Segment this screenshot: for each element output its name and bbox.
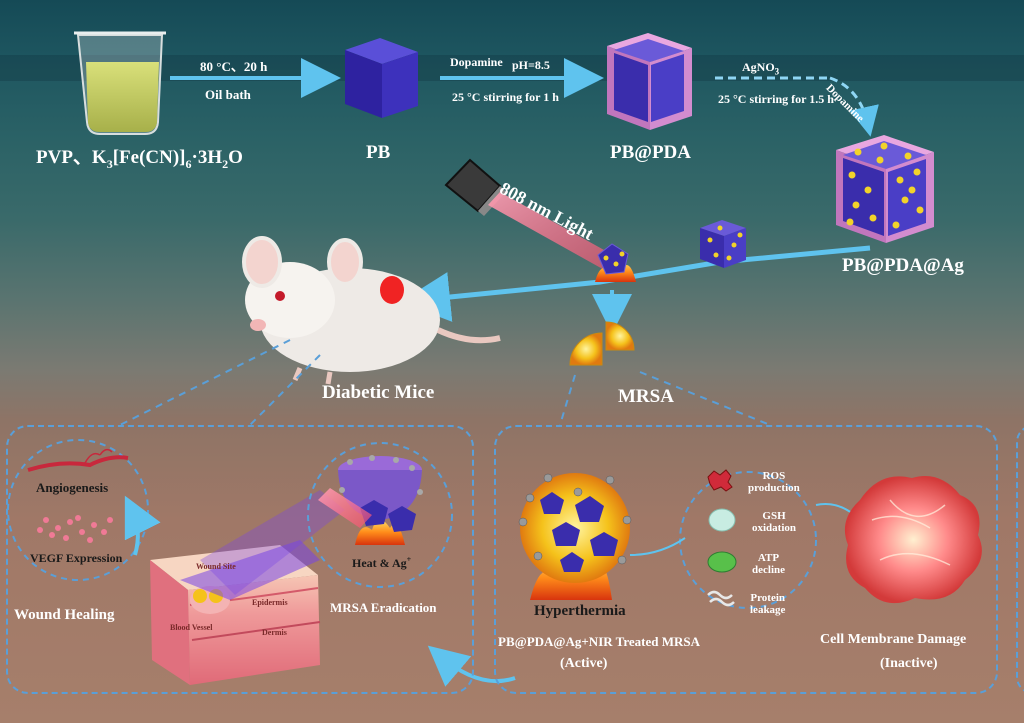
active-label: (Active): [560, 656, 608, 671]
small-cube-icon: [700, 220, 746, 268]
guide-lines: [119, 339, 771, 426]
hyperthermia-sphere-icon: [518, 473, 632, 600]
mrsa-bacteria-icon: [569, 321, 635, 366]
step1-label-a: 80 °C、20 h: [200, 59, 268, 74]
step2-ph: pH=8.5: [512, 58, 550, 72]
ros-icon: [707, 469, 733, 492]
mice-label: Diabetic Mice: [322, 382, 435, 403]
membrane-label: Cell Membrane Damage: [820, 632, 967, 647]
atp-label: ATP decline: [752, 552, 785, 576]
hyperthermia-label: Hyperthermia: [534, 603, 626, 619]
blood-vessel-label: Blood Vessel: [170, 623, 213, 632]
arrow-angiogenesis: [124, 495, 161, 556]
wound-site-label: Wound Site: [196, 562, 236, 571]
arrow-delivery: [400, 245, 871, 322]
step3-agno: AgNO3: [742, 60, 780, 77]
vegf-dots-icon: [37, 515, 113, 543]
step2-dopamine: Dopamine: [450, 55, 503, 69]
target-particles-icon: [595, 243, 636, 282]
step1-label-b: Oil bath: [205, 87, 251, 102]
protein-label: Protein leakage: [750, 592, 786, 616]
treated-label: PB@PDA@Ag+NIR Treated MRSA: [498, 634, 701, 649]
ros-label: ROS production: [748, 470, 800, 494]
laser-small: [318, 488, 372, 528]
edge-panel: [1016, 425, 1024, 694]
pb-cube-icon: [345, 38, 418, 118]
angiogenesis-label: Angiogenesis: [36, 480, 109, 495]
pbpda-label: PB@PDA: [610, 142, 692, 163]
gsh-label: GSH oxidation: [752, 510, 797, 534]
mechanism-circle: [679, 471, 817, 609]
wound-healing-label: Wound Healing: [14, 607, 115, 623]
vegf-label: VEGF Expression: [30, 551, 123, 565]
heat-ag-label: Heat & Ag+: [352, 555, 412, 570]
beaker-icon: [74, 31, 166, 135]
atp-icon: [707, 551, 737, 573]
precursor-label: PVP、K3[Fe(CN)]6·3H2O: [36, 147, 243, 171]
left-panel: [6, 425, 474, 694]
mrsa-label: MRSA: [618, 386, 674, 407]
arrow-step3-curve: [829, 76, 879, 137]
laser-beam: [488, 192, 622, 272]
inactive-label: (Inactive): [880, 656, 938, 671]
diabetic-mouse-image: [242, 236, 501, 385]
gsh-icon: [708, 508, 736, 532]
pb-label: PB: [366, 142, 391, 163]
right-panel: [494, 425, 998, 694]
epidermis-label: Epidermis: [252, 598, 288, 607]
mrsa-eradication-label: MRSA Eradication: [330, 600, 437, 615]
damaged-cell-icon: [844, 476, 982, 604]
pbpdaag-label: PB@PDA@Ag: [842, 255, 964, 276]
vessel-icon: [27, 455, 129, 472]
step2-cond: 25 °C stirring for 1 h: [452, 90, 559, 104]
beam-to-skin: [180, 540, 320, 600]
eradication-circle: [307, 442, 453, 588]
protein-icon: [707, 590, 735, 607]
pbpda-cube-icon: [607, 33, 692, 130]
step3-cond: 25 °C stirring for 1.5 h: [718, 92, 834, 106]
pbpdaag-cube-icon: [836, 135, 934, 243]
dermis-label: Dermis: [262, 628, 287, 637]
